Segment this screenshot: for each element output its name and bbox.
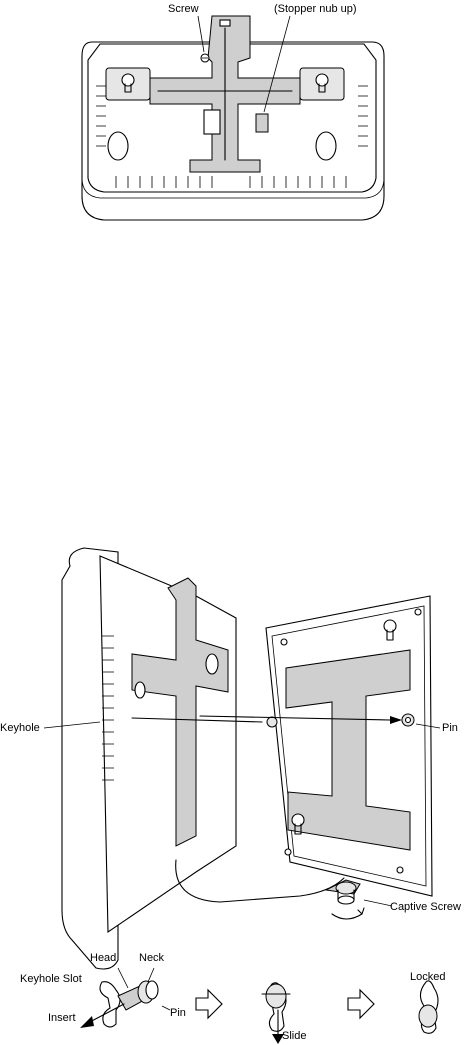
slide-label: Slide [282,1030,306,1042]
keyhole-label: Keyhole [0,722,40,734]
keyhole-slot-label: Keyhole Slot [20,973,82,985]
wall-plate [266,596,432,896]
bottom-figure-keyhole-sequence: Head Neck Keyhole Slot Pin Insert Slide … [20,952,445,1044]
captive-screw [326,880,364,919]
captive-screw-label: Captive Screw [390,901,461,913]
step-locked [419,981,438,1033]
neck-label: Neck [139,952,165,964]
top-figure-access-point: Screw (Stopper nub up) [82,3,384,220]
step-arrow-1 [196,990,222,1018]
step-insert [80,968,170,1028]
pin-label: Pin [442,722,458,734]
pin-label-bottom: Pin [170,1007,186,1019]
middle-figure-mounting: Keyhole Pin Captive Screw [0,548,461,969]
insert-label: Insert [48,1012,76,1024]
head-label: Head [90,952,116,964]
locked-label: Locked [410,971,445,983]
step-arrow-2 [348,990,374,1018]
screw-label: Screw [168,3,199,15]
stopper-label: (Stopper nub up) [274,3,357,15]
